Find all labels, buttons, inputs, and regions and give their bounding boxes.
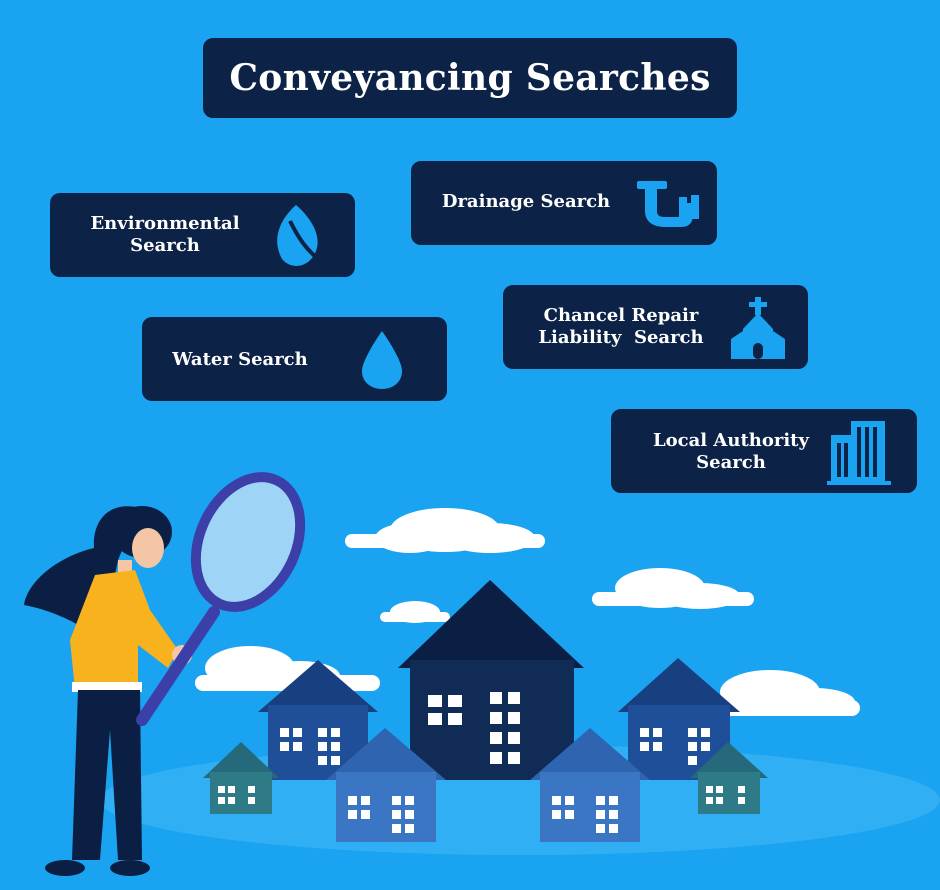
card-local-authority-search[interactable]: Local Authority Search [611,409,917,493]
card-water-line1: Water Search [172,349,308,370]
card-environmental-line2: Search [130,235,200,256]
pipe-icon [637,181,699,227]
card-environmental-search[interactable]: Environmental Search [50,193,355,277]
card-water-search[interactable]: Water Search [142,317,447,401]
house-large [398,580,584,780]
leaf-icon [277,205,328,267]
card-local-authority-line1: Local Authority [653,430,809,451]
house-small-right [690,742,768,814]
church-icon [731,297,785,359]
card-chancel-repair-search[interactable]: Chancel Repair Liability Search [503,285,808,369]
house-small-left [203,742,279,814]
cloud-icon [592,568,754,609]
card-drainage-search[interactable]: Drainage Search [411,161,717,245]
card-chancel-line1: Chancel Repair [543,305,699,326]
card-local-authority-line2: Search [696,452,766,473]
page-title: Conveyancing Searches [203,38,737,118]
page-title-text: Conveyancing Searches [229,57,711,99]
woman-figure [24,506,192,876]
cloud-icon [712,670,860,716]
card-chancel-line2: Liability Search [538,327,704,348]
cloud-icon [195,646,380,691]
magnifying-glass-icon [136,472,306,726]
card-drainage-line1: Drainage Search [441,191,611,212]
house-front-right [530,728,650,842]
house-front-left [326,728,446,842]
cloud-icon [380,601,450,623]
cloud-icon [345,508,545,553]
water-drop-icon [362,331,402,389]
office-building-icon [827,421,891,485]
card-environmental-line1: Environmental [90,213,240,234]
